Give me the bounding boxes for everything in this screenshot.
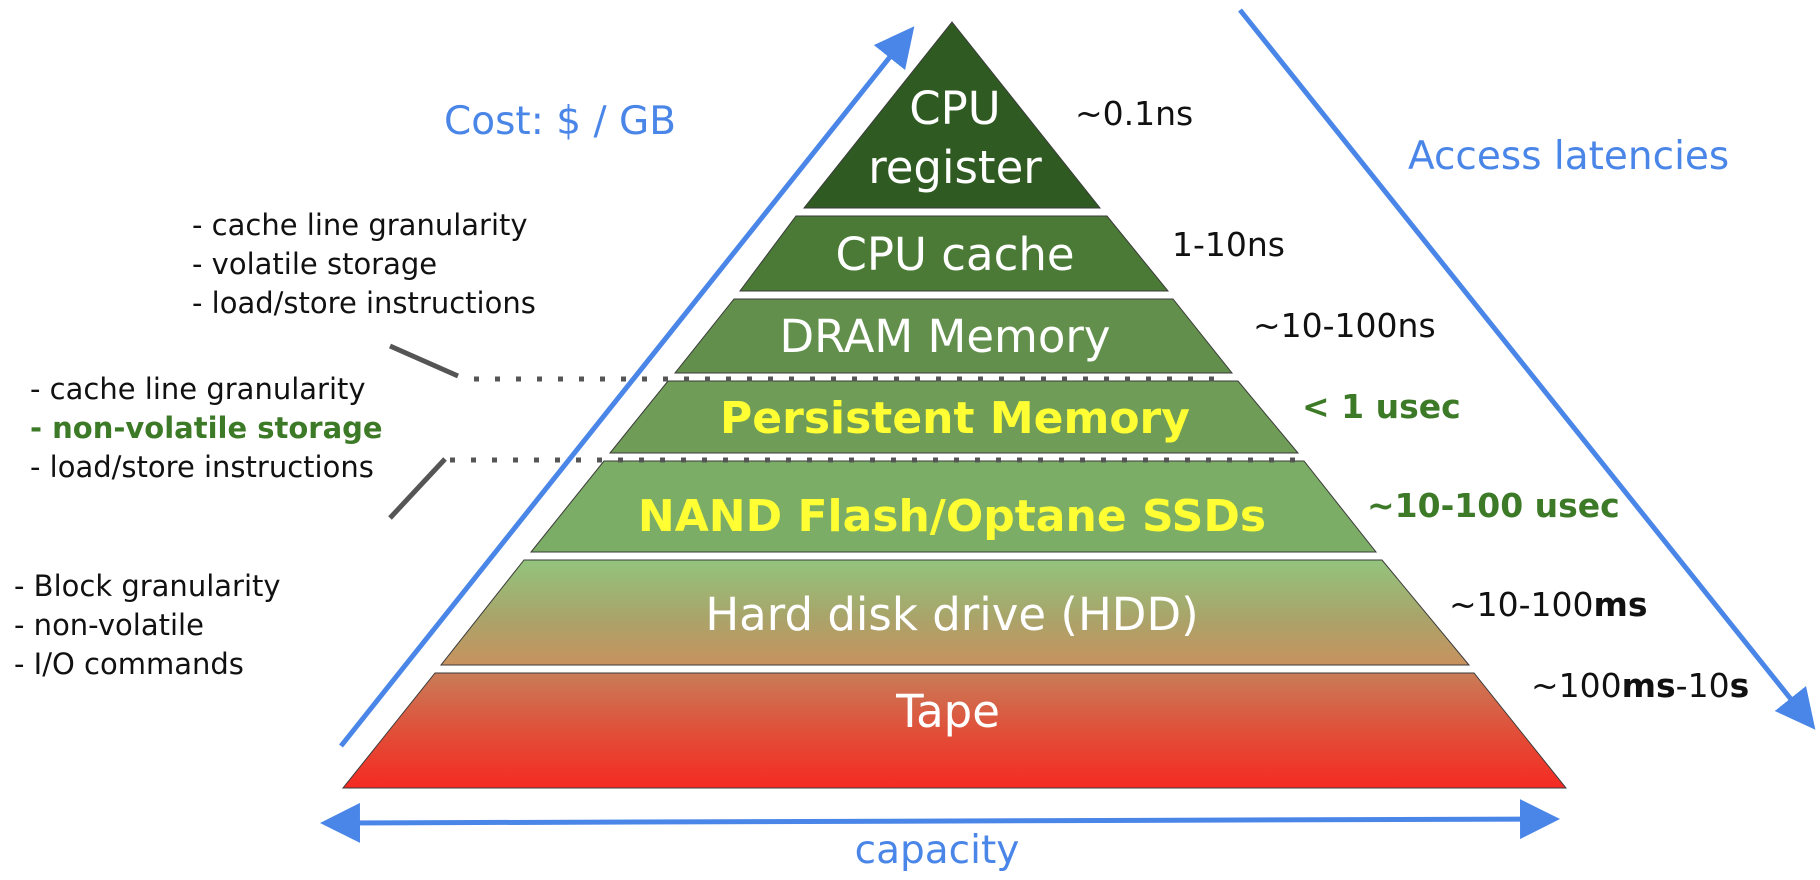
layer-nand-flash [529, 460, 1378, 553]
latency-arrow [1238, 8, 1816, 730]
latency-cpu-register: ~0.1ns [1075, 94, 1193, 133]
layer-label-hdd: Hard disk drive (HDD) [705, 588, 1198, 641]
latency-dram: ~10-100ns [1253, 306, 1436, 345]
dram-note-line1: - cache line granularity [192, 208, 528, 242]
pmem-top-connector-line [388, 343, 460, 379]
pmem-note-line3: - load/store instructions [30, 450, 374, 484]
capacity-arrow-right [951, 799, 1560, 840]
latency-tape: ~100ms-10s [1531, 666, 1749, 705]
access-latencies-label: Access latencies [1408, 134, 1729, 179]
layer-label-cpu-register-line2: register [868, 141, 1042, 194]
capacity-arrow-left [320, 802, 953, 843]
layer-label-persistent-memory: Persistent Memory [720, 393, 1190, 444]
dram-note-line2: - volatile storage [192, 247, 437, 281]
latency-tape-unit-ms: ms [1622, 666, 1676, 705]
layer-label-tape: Tape [895, 685, 1000, 738]
latency-nand-flash: ~10-100 usec [1367, 486, 1620, 525]
block-note-line3: - I/O commands [14, 647, 244, 681]
capacity-label: capacity [855, 828, 1020, 873]
layer-tape [341, 672, 1568, 789]
latency-hdd-value: ~10-100 [1449, 585, 1594, 624]
latency-hdd-unit: ms [1594, 585, 1648, 624]
latency-tape-unit-s: s [1730, 666, 1750, 705]
layer-label-cpu-cache: CPU cache [835, 228, 1074, 281]
pmem-bottom-connector-line [388, 457, 447, 520]
latency-hdd: ~10-100ms [1449, 585, 1648, 624]
layer-label-nand-flash: NAND Flash/Optane SSDs [638, 491, 1266, 542]
layer-label-cpu-register-line1: CPU [909, 82, 1001, 135]
cost-arrow [339, 26, 915, 748]
layer-persistent-memory [608, 380, 1300, 454]
latency-tape-value: ~100 [1531, 666, 1622, 705]
layer-label-dram-memory: DRAM Memory [779, 310, 1110, 363]
latency-tape-mid: -10 [1676, 666, 1730, 705]
pmem-note-line1: - cache line granularity [30, 372, 366, 406]
latency-persistent-memory: < 1 usec [1302, 387, 1461, 426]
pmem-note-line2: - non-volatile storage [30, 411, 383, 445]
block-note-line2: - non-volatile [14, 608, 204, 642]
block-note-line1: - Block granularity [14, 569, 281, 603]
dram-note-line3: - load/store instructions [192, 286, 536, 320]
cost-label: Cost: $ / GB [444, 99, 676, 144]
layer-cpu-cache [739, 215, 1170, 292]
latency-cpu-cache: 1-10ns [1172, 225, 1285, 264]
layer-dram-memory [673, 298, 1234, 374]
layer-hdd [439, 559, 1471, 666]
layer-cpu-register [802, 21, 1102, 209]
